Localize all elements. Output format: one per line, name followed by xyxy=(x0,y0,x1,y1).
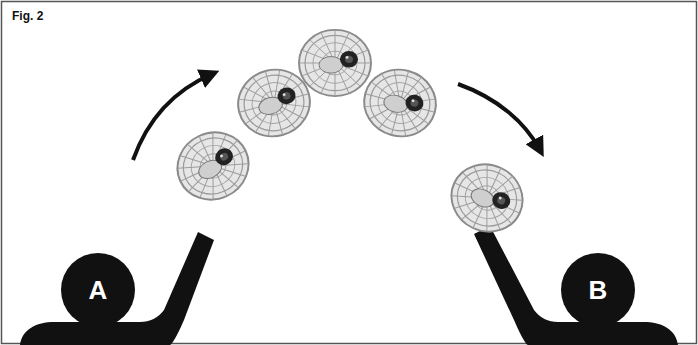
drone-image xyxy=(166,121,259,211)
person-letter: A xyxy=(89,277,108,303)
person-head-circle: B xyxy=(560,252,636,328)
figure-label: Fig. 2 xyxy=(12,9,43,23)
head-circle xyxy=(61,253,135,327)
motion-arrow xyxy=(458,84,540,150)
person-head-circle: A xyxy=(60,252,136,328)
drone-image xyxy=(357,62,444,145)
drone-image xyxy=(299,30,371,96)
motion-arrow xyxy=(133,74,212,160)
person-letter: B xyxy=(589,277,608,303)
person-silhouette xyxy=(20,232,214,345)
person-silhouette xyxy=(474,226,678,345)
drone-image xyxy=(440,153,533,243)
head-circle xyxy=(561,253,635,327)
